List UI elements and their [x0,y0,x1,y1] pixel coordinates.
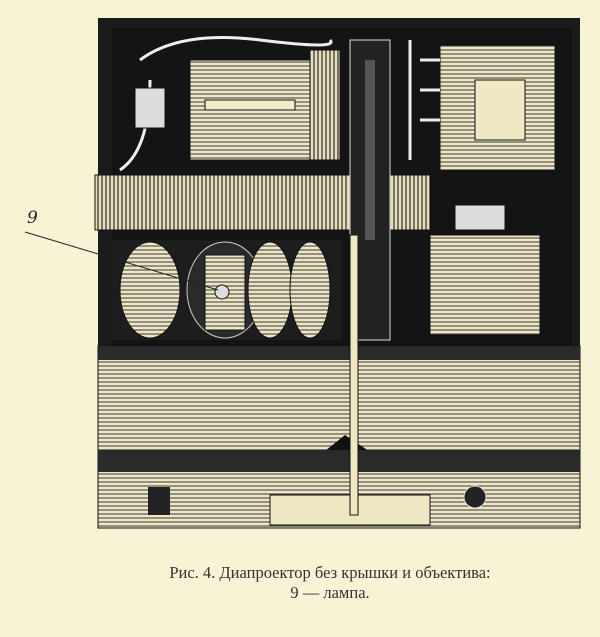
callout-number-lamp: 9 [27,208,38,228]
figure-caption: Рис. 4. Диапроектор без крышки и объекти… [60,563,600,603]
caption-line-2: 9 — лампа. [290,583,370,602]
caption-line-1: Рис. 4. Диапроектор без крышки и объекти… [169,563,491,582]
lamp [214,284,230,300]
callout-line [24,231,219,291]
